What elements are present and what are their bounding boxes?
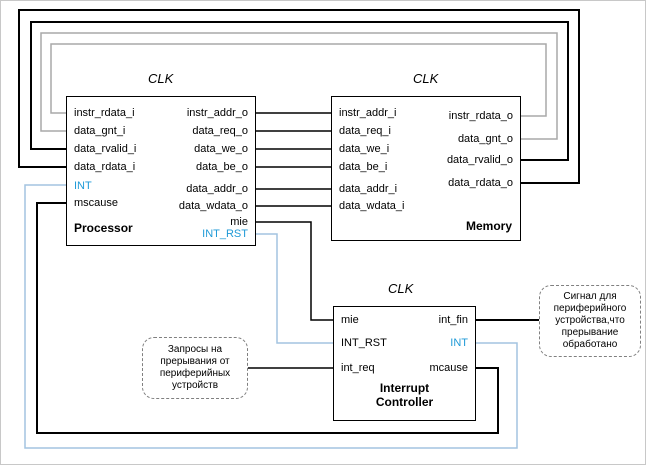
port-mscause: mscause xyxy=(74,197,119,209)
port-data-we-o: data_we_o xyxy=(194,143,248,155)
port-int-rst-out: INT_RST xyxy=(202,228,248,240)
port-data-rdata-o: data_rdata_o xyxy=(448,177,513,189)
wire-instr-rdata-loop xyxy=(50,43,547,117)
port-int-fin: int_fin xyxy=(438,314,468,326)
note-interrupt-requests-text: Запросы на прерывания от периферийных ус… xyxy=(159,344,231,391)
port-int-req: int_req xyxy=(341,362,375,374)
port-data-wdata-i: data_wdata_i xyxy=(339,200,405,212)
port-int: INT xyxy=(74,180,92,192)
wire-data-rdata-loop xyxy=(18,9,580,184)
port-data-we-i: data_we_i xyxy=(339,143,390,155)
port-data-rdata-i: data_rdata_i xyxy=(74,161,136,173)
interrupt-controller-title: Interrupt Controller xyxy=(334,381,475,409)
processor-block: instr_rdata_i data_gnt_i data_rvalid_i d… xyxy=(66,96,256,246)
wire-mcause-loop xyxy=(36,202,499,434)
port-instr-addr-i: instr_addr_i xyxy=(339,107,397,119)
port-data-req-o: data_req_o xyxy=(192,125,248,137)
port-data-req-i: data_req_i xyxy=(339,125,391,137)
port-data-wdata-o: data_wdata_o xyxy=(178,200,248,212)
port-data-be-i: data_be_i xyxy=(339,161,388,173)
port-data-rvalid-i: data_rvalid_i xyxy=(74,143,137,155)
port-data-gnt-o: data_gnt_o xyxy=(457,133,513,145)
interrupt-controller-title-text: Interrupt Controller xyxy=(375,381,434,409)
wire-int-rst xyxy=(256,233,333,344)
interrupt-controller-block: mie INT_RST int_req int_fin INT mcause I… xyxy=(333,306,476,421)
port-mie-out: mie xyxy=(230,216,248,228)
wire-int-loop xyxy=(24,184,518,449)
port-instr-rdata-o: instr_rdata_o xyxy=(448,110,513,122)
port-data-gnt-i: data_gnt_i xyxy=(74,125,126,137)
clk-label-memory: CLK xyxy=(413,71,439,86)
wire-data-gnt-loop xyxy=(40,32,558,140)
clk-label-interrupt: CLK xyxy=(388,281,414,296)
wire-mie xyxy=(256,221,333,321)
note-interrupt-handled: Сигнал для периферийного устройства,что … xyxy=(539,285,641,357)
clk-label-processor: CLK xyxy=(148,71,174,86)
port-data-be-o: data_be_o xyxy=(196,161,248,173)
port-data-rvalid-o: data_rvalid_o xyxy=(446,154,513,166)
note-interrupt-requests: Запросы на прерывания от периферийных ус… xyxy=(142,337,248,399)
processor-title: Processor xyxy=(74,221,133,235)
port-instr-rdata-i: instr_rdata_i xyxy=(74,107,135,119)
port-mie-in: mie xyxy=(341,314,359,326)
wire-data-rvalid-loop xyxy=(30,21,569,161)
port-data-addr-i: data_addr_i xyxy=(339,183,398,195)
port-instr-addr-o: instr_addr_o xyxy=(186,107,248,119)
memory-block: instr_addr_i data_req_i data_we_i data_b… xyxy=(331,96,521,241)
memory-title: Memory xyxy=(465,219,512,233)
port-data-addr-o: data_addr_o xyxy=(186,183,248,195)
port-int-out: INT xyxy=(450,337,468,349)
port-int-rst-in: INT_RST xyxy=(341,337,387,349)
note-interrupt-handled-text: Сигнал для периферийного устройства,что … xyxy=(553,291,627,350)
port-mcause: mcause xyxy=(429,362,468,374)
